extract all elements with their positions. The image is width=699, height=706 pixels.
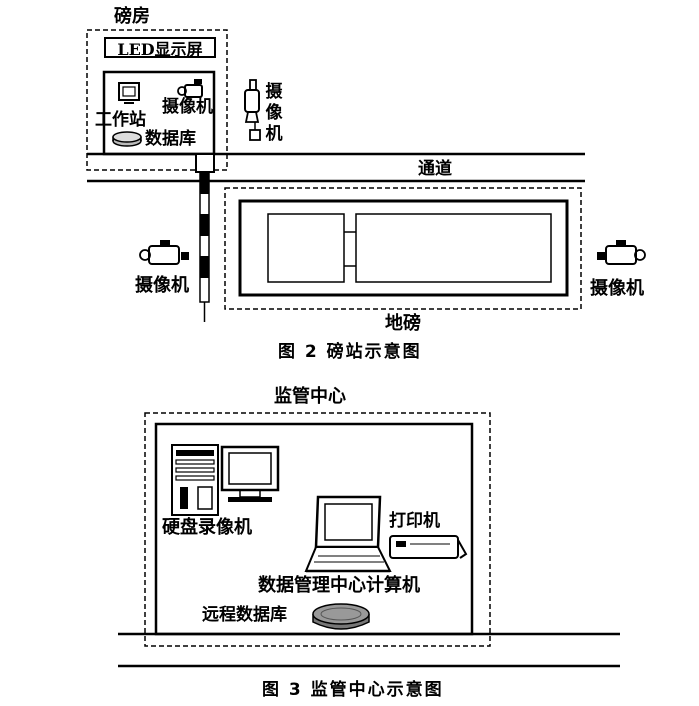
dvr-tower-icon (171, 444, 219, 516)
scale-section-small (267, 213, 345, 283)
scale-boundary (224, 187, 582, 310)
dvr-monitor-icon (220, 445, 280, 502)
channel-label: 通道 (418, 159, 452, 179)
computer-label: 数据管理中心计算机 (258, 575, 420, 596)
camera-vertical-icon (244, 79, 261, 141)
printer-label: 打印机 (389, 511, 440, 531)
figure-2-caption: 图 2 磅站示意图 (278, 342, 422, 362)
remote-database-label: 远程数据库 (202, 605, 287, 625)
computer-icon (304, 495, 392, 573)
camera-vertical-label: 摄像机 (265, 82, 283, 144)
dvr-label: 硬盘录像机 (162, 517, 252, 538)
barrier-gate (195, 153, 215, 322)
workstation-label: 工作站 (95, 110, 146, 130)
booth-camera-icon (177, 79, 203, 98)
database-label: 数据库 (145, 129, 196, 149)
scale-label: 地磅 (385, 313, 421, 334)
camera-left-icon (139, 240, 189, 265)
camera-right-label: 摄像机 (590, 278, 644, 299)
booth-camera-label: 摄像机 (162, 97, 213, 117)
booth-label: 磅房 (114, 6, 150, 27)
figure-3-caption: 图 3 监管中心示意图 (262, 680, 444, 700)
camera-left-label: 摄像机 (135, 275, 189, 296)
led-display-label: LED显示屏 (104, 37, 216, 59)
camera-right-icon (597, 240, 646, 265)
database-icon (112, 131, 142, 147)
booth-boundary (86, 29, 228, 171)
remote-database-icon (312, 603, 370, 630)
scale-section-large (355, 213, 552, 283)
printer-icon (389, 535, 468, 559)
monitor-icon (118, 82, 140, 104)
center-label: 监管中心 (274, 386, 346, 407)
scale-platform (238, 199, 569, 297)
center-boundary (144, 412, 491, 647)
